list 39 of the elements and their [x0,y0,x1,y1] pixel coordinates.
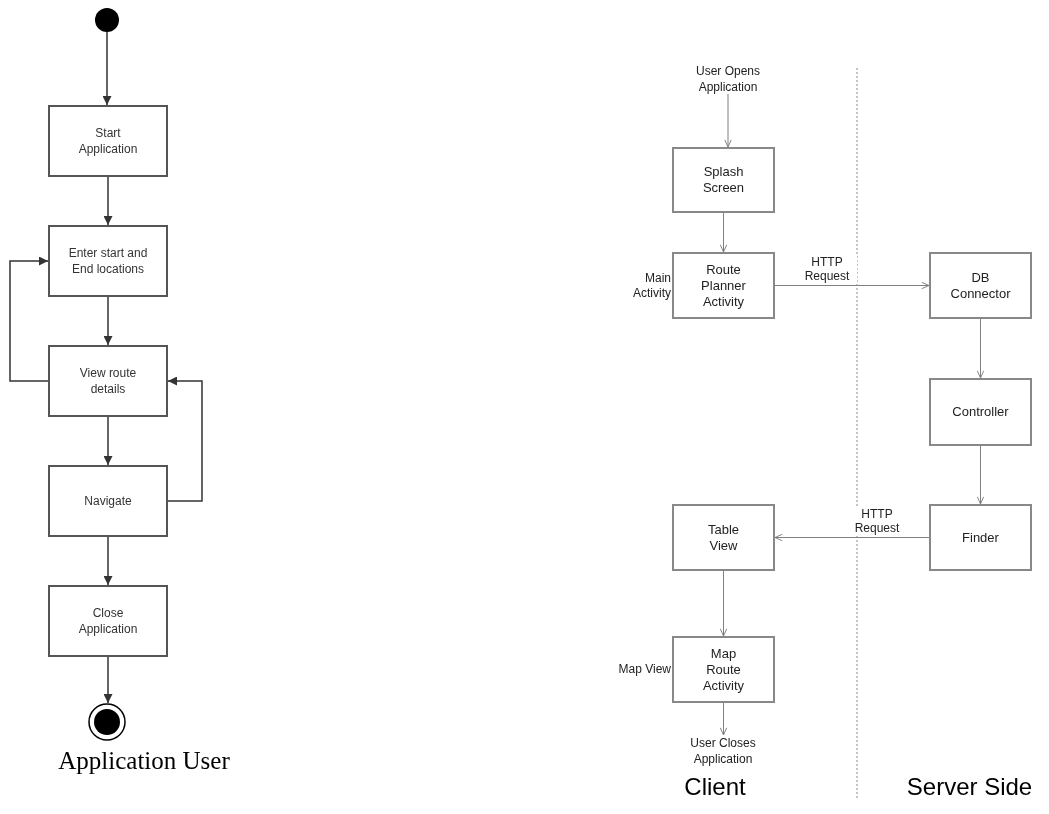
arrow [102,31,112,106]
node-text: Close Application [77,605,139,637]
node-text: User Closes Application [689,735,757,767]
arrow [167,376,203,502]
node-text: Route Planner Activity [700,261,747,310]
arrow [9,256,49,382]
process-box [929,378,1032,446]
node-text: Start Application [77,125,139,157]
side-note: Main Activity [632,270,671,301]
side-note: Map View [617,662,671,677]
activity-box [48,105,168,177]
arrow [103,296,113,346]
node-text: User Opens Application [695,63,761,95]
process-box [929,504,1032,571]
node-text: Finder [961,529,1000,546]
lane-title: Client [683,772,747,802]
start-node [95,8,119,32]
node-text: View route details [78,365,138,397]
end-node [88,703,126,741]
arrow [103,176,113,226]
activity-box [48,585,168,657]
activity-box [48,225,168,297]
node-text: Map Route Activity [701,645,746,694]
arrow [103,656,113,704]
node-text: DB Connector [949,269,1012,302]
node-text: Splash Screen [701,164,746,196]
arrow [103,536,113,586]
activity-box [48,345,168,417]
activity-box [48,465,168,537]
lane-title: Application User [57,746,231,776]
process-box [929,252,1032,319]
node-text: Enter start and End locations [67,245,149,277]
arrow [103,416,113,466]
node-text: Controller [951,404,1010,420]
lane-title: Server Side [905,772,1034,802]
process-box [672,504,775,571]
node-text: Table View [706,521,741,554]
node-text: Navigate [83,493,133,509]
process-box [672,147,775,213]
